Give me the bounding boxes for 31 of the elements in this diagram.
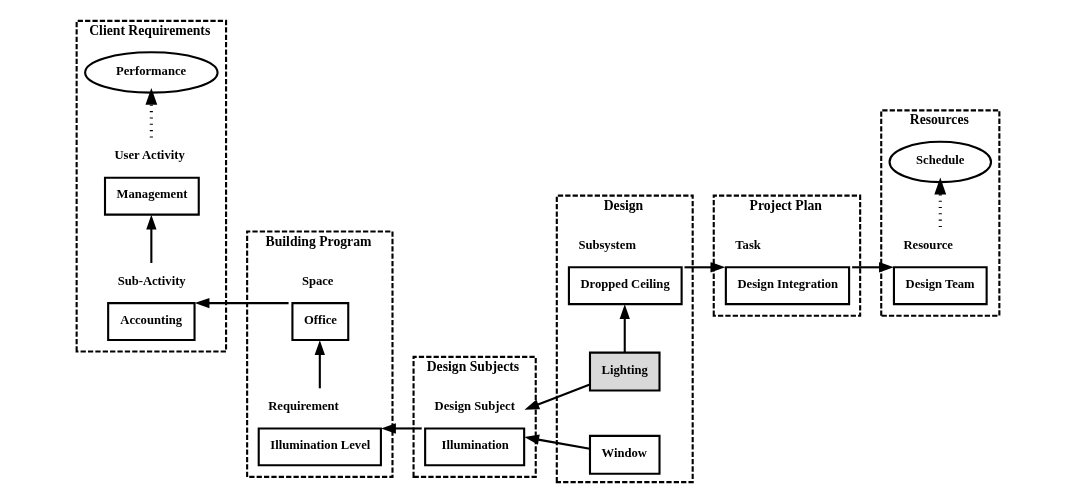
- node-label: User Activity: [113, 148, 185, 163]
- arrow: [523, 434, 590, 450]
- node-label: Subsystem: [577, 237, 636, 252]
- node-label: Sub-Activity: [117, 273, 186, 288]
- node-ellipse: Schedule: [888, 140, 992, 184]
- node-label: Design Subject: [434, 399, 515, 414]
- node-box: Illumination: [423, 427, 525, 467]
- node-label: Space: [301, 273, 333, 288]
- node-box: Illumination Level: [257, 427, 382, 467]
- node-box: Office: [290, 302, 349, 342]
- node-box: Design Integration: [724, 266, 850, 306]
- node-label: Resource: [902, 237, 953, 252]
- node-box: Management: [103, 176, 200, 216]
- arrow: [145, 214, 157, 263]
- arrow: [314, 340, 325, 389]
- arrow: [619, 304, 630, 353]
- node-box: Lighting: [588, 351, 661, 392]
- arrow: [933, 177, 946, 227]
- node-box: Design Team: [892, 266, 988, 306]
- node-label: Requirement: [267, 399, 339, 414]
- node-label: Task: [734, 237, 761, 252]
- arrow: [684, 262, 725, 273]
- arrow: [851, 262, 894, 273]
- node-box: Window: [588, 434, 661, 475]
- node-box: Dropped Ceiling: [567, 266, 683, 306]
- node-ellipse: Performance: [83, 51, 219, 94]
- arrow: [380, 423, 422, 434]
- arrow: [144, 88, 157, 138]
- arrow: [524, 383, 590, 410]
- node-box: Accounting: [106, 302, 196, 342]
- arrow: [194, 297, 289, 309]
